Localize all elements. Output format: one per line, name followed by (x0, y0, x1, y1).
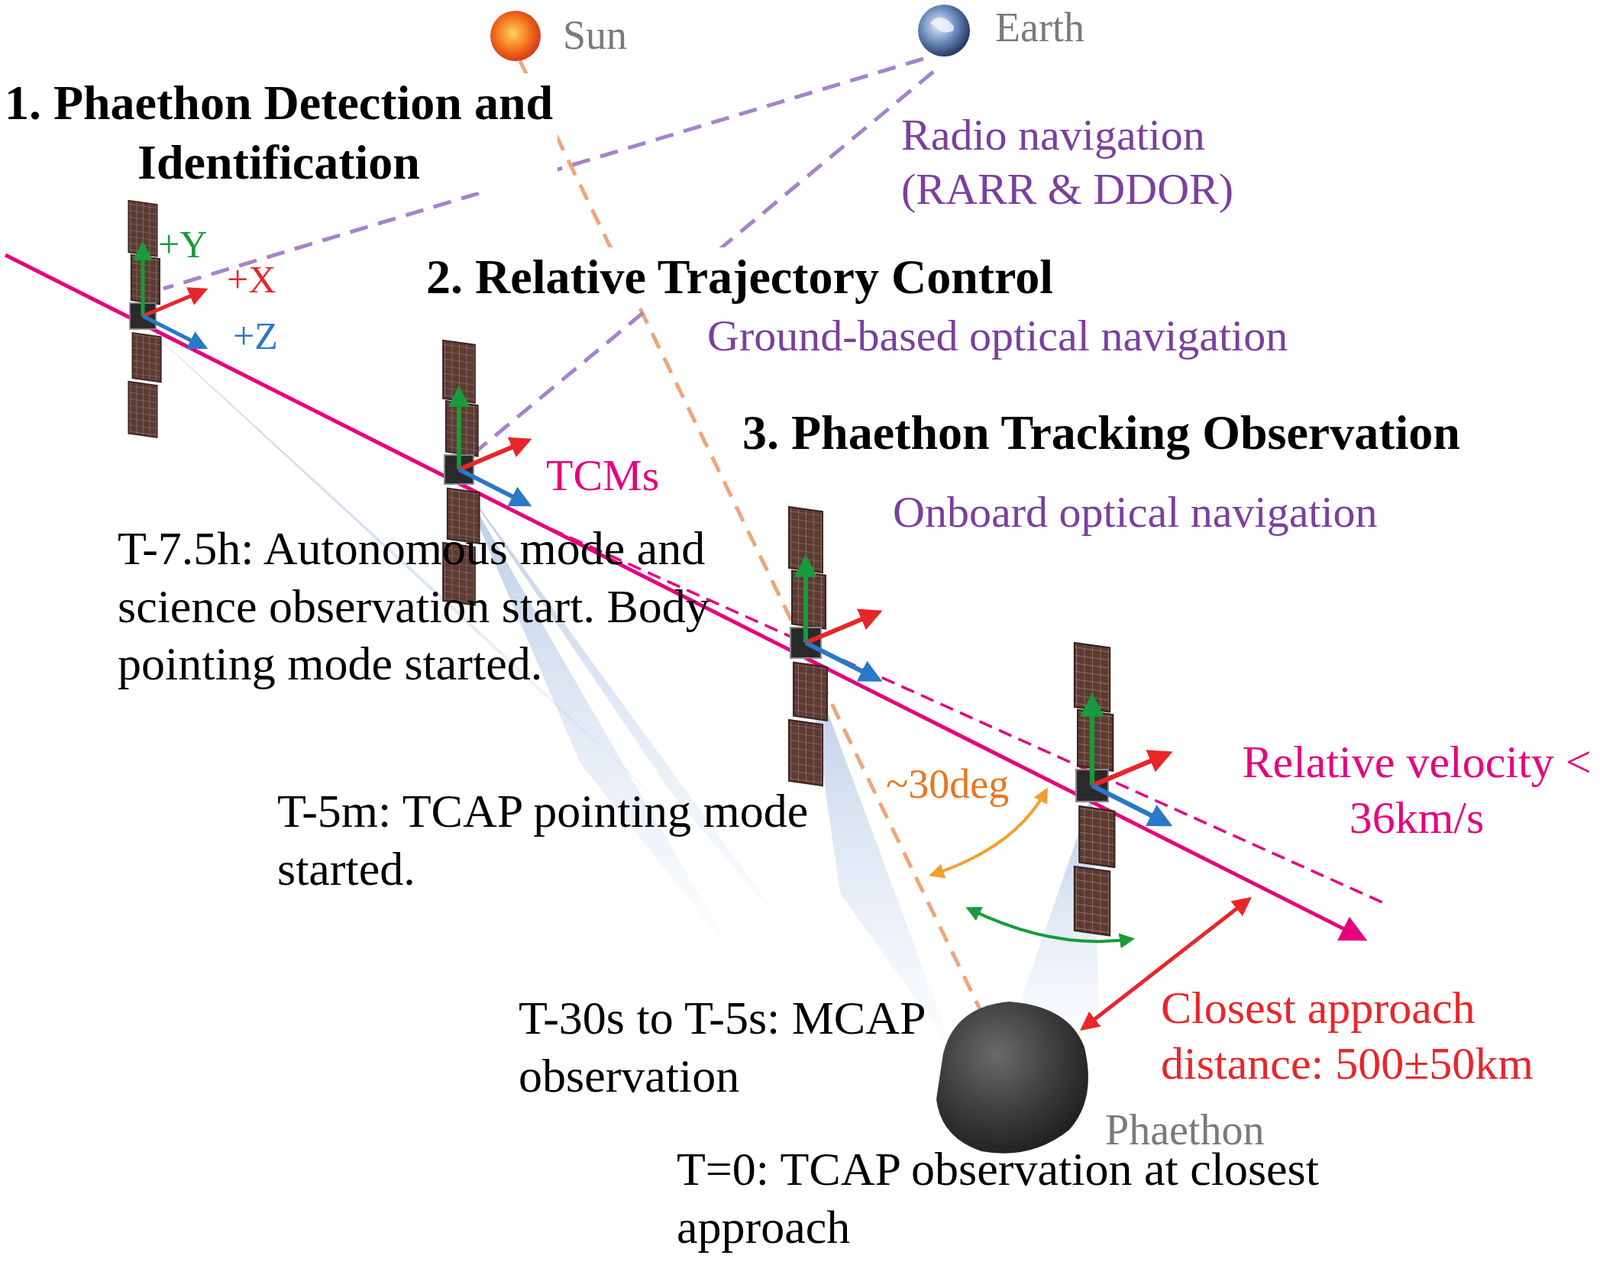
velocity-label: Relative velocity < 36km/s (1241, 734, 1593, 847)
spacecraft (1074, 643, 1169, 936)
solar-panel (132, 332, 161, 383)
distance-label: Closest approach distance: 500±50km (1160, 980, 1593, 1093)
axis-z (142, 316, 205, 348)
phase-title: 1. Phaethon Detection and Identification (0, 73, 558, 193)
earth-cloud (930, 17, 954, 33)
phase-title: 2. Relative Trajectory Control (423, 247, 1057, 308)
timeline-note: T=0: TCAP observation at closest approac… (676, 1141, 1487, 1257)
axis-label: +X (226, 256, 276, 304)
sun-icon (490, 10, 541, 62)
solar-panel (1074, 866, 1110, 936)
solar-panel (446, 400, 479, 456)
solar-panel (793, 662, 828, 721)
navigation-label: Onboard optical navigation (892, 485, 1378, 540)
axis-y (456, 390, 462, 471)
axis-x (142, 290, 205, 317)
timeline-note: T-7.5h: Autonomous mode and science obse… (117, 520, 721, 694)
navigation-label: Radio navigation (RARR & DDOR) (898, 108, 1317, 217)
planned-trajectory (530, 520, 1383, 903)
solar-panel (791, 570, 826, 629)
solar-panel (128, 381, 157, 438)
maneuver-label: TCMs (546, 449, 660, 504)
axis-y (1089, 698, 1095, 787)
axis-x (805, 612, 879, 644)
earth-icon (917, 4, 970, 57)
axis-x (458, 440, 528, 470)
timeline-note: T-5m: TCAP pointing mode started. (277, 782, 904, 899)
body-label: Sun (562, 10, 628, 62)
spacecraft (788, 507, 879, 786)
navigation-label: Ground-based optical navigation (704, 309, 1291, 364)
axis-z (458, 469, 528, 505)
axis-y (803, 559, 809, 644)
trajectory (5, 255, 1363, 939)
axis-y (140, 245, 145, 317)
axis-label: +Y (158, 221, 207, 269)
axis-label: +Z (232, 313, 278, 360)
solar-panel (131, 255, 160, 305)
solar-panel (788, 720, 823, 786)
phase-title: 3. Phaethon Tracking Observation (739, 403, 1464, 463)
solar-panel (1079, 806, 1115, 868)
timeline-note: T-30s to T-5s: MCAP observation (518, 989, 947, 1106)
axis-x (1092, 753, 1169, 786)
axis-z (805, 643, 879, 680)
phaethon-asteroid (936, 1002, 1089, 1154)
solar-panel (1077, 710, 1113, 772)
angle-label: ~30deg (885, 759, 1009, 811)
body-label: Earth (995, 3, 1085, 54)
axis-z (1092, 785, 1169, 825)
